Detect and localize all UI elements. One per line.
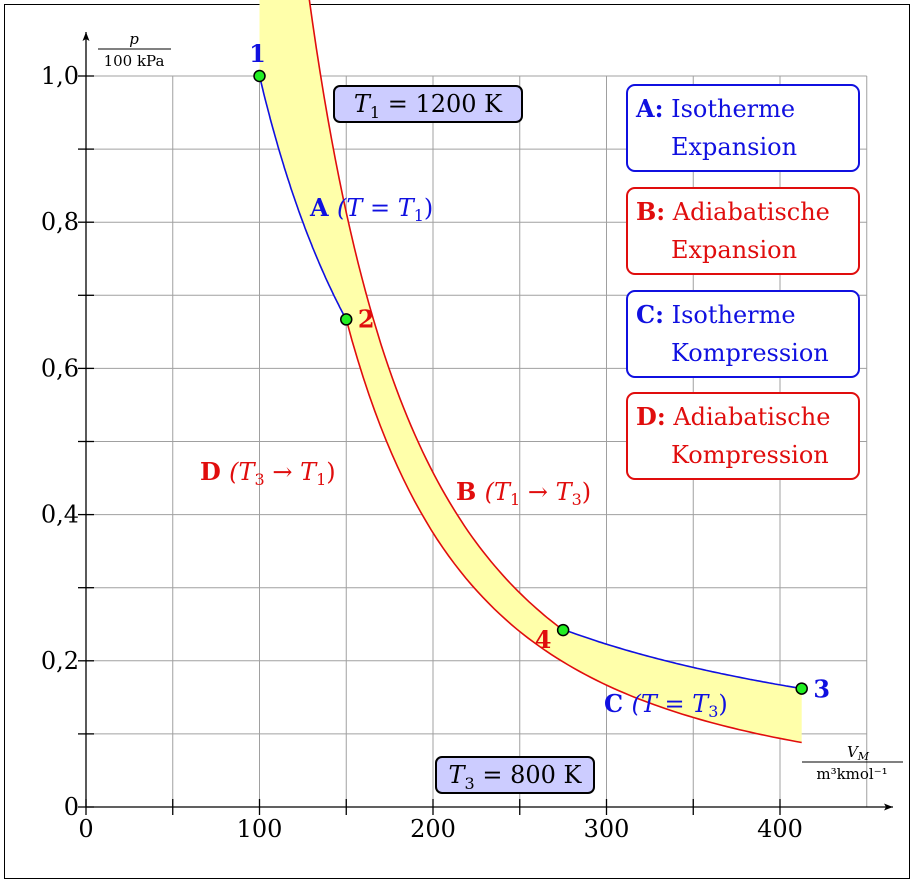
y-tick-label: 0,2 xyxy=(41,647,79,675)
x-tick-label: 300 xyxy=(584,815,630,843)
curve-c xyxy=(562,628,802,690)
state-points xyxy=(253,69,808,695)
t1-sub: 1 xyxy=(369,102,381,122)
y-axis-label-denominator: 100 kPa xyxy=(104,52,165,70)
temperature-t3-box: T3 = 800 K xyxy=(435,756,595,794)
legend-a-line2: Expansion xyxy=(671,133,798,161)
y-tick-label: 0,6 xyxy=(41,354,79,382)
t3-symbol: T xyxy=(448,761,465,789)
legend-b-line1: Adiabatische xyxy=(672,198,830,226)
x-tick-label: 200 xyxy=(410,815,456,843)
y-tick-label: 1,0 xyxy=(41,62,79,90)
y-tick-label: 0 xyxy=(64,793,79,821)
x-tick-label: 100 xyxy=(237,815,283,843)
curve-a xyxy=(258,75,348,321)
x-axis-arrow xyxy=(884,803,893,811)
legend-a-key: A: xyxy=(636,94,664,123)
cycle-curves xyxy=(258,0,802,744)
legend-box-c: C: Isotherme Kompression xyxy=(626,290,860,378)
x-tick-label: 400 xyxy=(757,815,803,843)
state-label-2: 2 xyxy=(358,304,375,333)
state-label-4: 4 xyxy=(535,625,552,654)
t1-symbol: T xyxy=(353,90,370,118)
temperature-t1-box: T1 = 1200 K xyxy=(333,85,523,123)
legend-c-line1: Isotherme xyxy=(671,301,796,329)
state-point-2 xyxy=(340,313,353,326)
t1-value: = 1200 K xyxy=(380,90,503,118)
legend-box-b: B: Adiabatische Expansion xyxy=(626,187,860,275)
curve-label-c: C (T = T3) xyxy=(604,689,728,721)
curve-label-a: A (T = T1) xyxy=(309,193,433,225)
curve-label-d: D (T3 → T1) xyxy=(200,457,336,489)
y-tick-label: 0,8 xyxy=(41,208,79,236)
y-axis-arrow xyxy=(82,32,90,41)
legend-d-line1: Adiabatische xyxy=(673,403,831,431)
curve-label-b: B (T1 → T3) xyxy=(456,477,591,509)
y-tick-label: 0,4 xyxy=(41,501,79,529)
t3-sub: 3 xyxy=(464,773,475,793)
curve-d xyxy=(308,0,564,631)
legend-box-d: D: Adiabatische Kompression xyxy=(626,392,860,480)
figure-frame xyxy=(4,4,910,879)
legend-d-key: D: xyxy=(636,402,666,431)
t3-value: = 800 K xyxy=(474,761,582,789)
legend-b-line2: Expansion xyxy=(671,236,798,264)
state-point-4 xyxy=(556,623,570,637)
y-axis-label-numerator: p xyxy=(129,30,139,48)
state-point-1 xyxy=(253,69,266,83)
state-point-3 xyxy=(795,682,808,695)
legend-a-line1: Isotherme xyxy=(671,95,796,123)
state-label-3: 3 xyxy=(813,675,830,704)
cycle-fill xyxy=(259,0,802,743)
x-tick-label: 0 xyxy=(78,815,93,843)
legend-box-a: A: Isotherme Expansion xyxy=(626,84,860,172)
legend-c-key: C: xyxy=(636,300,664,329)
state-label-1: 1 xyxy=(249,39,266,68)
x-axis-label-denominator: m³kmol⁻¹ xyxy=(816,765,887,783)
legend-c-line2: Kompression xyxy=(671,339,829,367)
curve-b xyxy=(345,319,802,744)
cycle-area xyxy=(259,0,802,743)
legend-d-line2: Kompression xyxy=(671,441,829,469)
annotations: 1 2 3 4 A (T = T1) B (T1 → T3) C (T = T3) D (T3… xyxy=(200,39,830,721)
legend-b-key: B: xyxy=(636,197,666,226)
